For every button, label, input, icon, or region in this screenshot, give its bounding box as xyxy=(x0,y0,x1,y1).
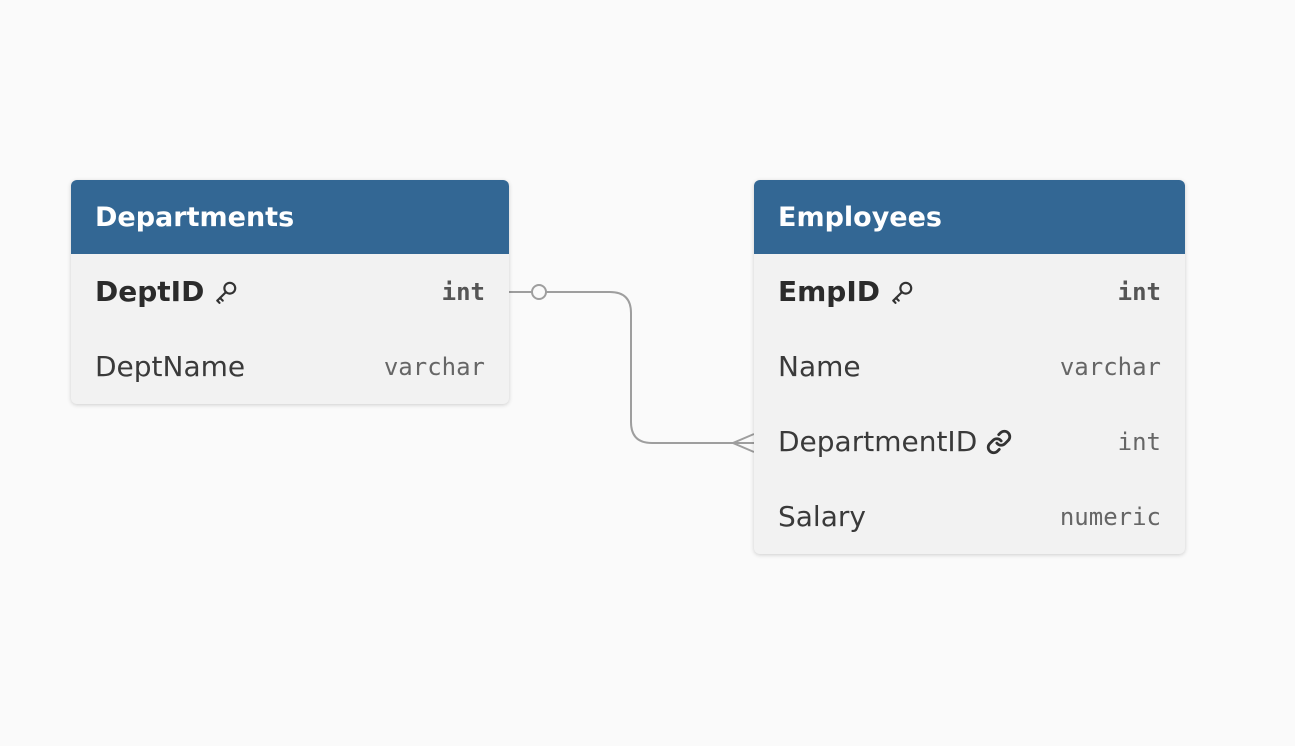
employees-table[interactable]: Employees EmpID int Name varchar xyxy=(754,180,1185,554)
field-name: Salary xyxy=(778,500,866,533)
field-row-deptname[interactable]: DeptName varchar xyxy=(71,329,509,404)
field-row-empid[interactable]: EmpID int xyxy=(754,254,1185,329)
field-row-deptid[interactable]: DeptID int xyxy=(71,254,509,329)
field-name-group: EmpID xyxy=(778,275,915,308)
link-icon xyxy=(986,429,1012,455)
key-icon xyxy=(213,279,239,305)
field-type: int xyxy=(1117,427,1161,456)
field-type: int xyxy=(1117,277,1161,306)
field-name: DeptName xyxy=(95,350,246,383)
field-row-salary[interactable]: Salary numeric xyxy=(754,479,1185,554)
field-type: varchar xyxy=(1059,352,1161,381)
field-name: DepartmentID xyxy=(778,425,978,458)
field-name-group: DepartmentID xyxy=(778,425,1012,458)
field-row-departmentid[interactable]: DepartmentID int xyxy=(754,404,1185,479)
field-name: EmpID xyxy=(778,275,881,308)
field-name-group: DeptID xyxy=(95,275,239,308)
table-title: Departments xyxy=(95,201,295,233)
field-name: DeptID xyxy=(95,275,205,308)
field-name-group: Name xyxy=(778,350,861,383)
key-icon xyxy=(889,279,915,305)
field-name-group: DeptName xyxy=(95,350,245,383)
departments-table-header[interactable]: Departments xyxy=(71,180,509,254)
field-type: int xyxy=(441,277,485,306)
field-name: Name xyxy=(778,350,861,383)
field-name-group: Salary xyxy=(778,500,866,533)
table-title: Employees xyxy=(778,201,943,233)
crows-foot-marker xyxy=(730,433,755,453)
field-type: numeric xyxy=(1059,502,1161,531)
relationship-line xyxy=(509,291,754,444)
departments-table[interactable]: Departments DeptID int DeptName xyxy=(71,180,509,404)
employees-table-header[interactable]: Employees xyxy=(754,180,1185,254)
field-type: varchar xyxy=(383,352,485,381)
field-row-name[interactable]: Name varchar xyxy=(754,329,1185,404)
zero-cardinality-marker xyxy=(531,284,547,300)
